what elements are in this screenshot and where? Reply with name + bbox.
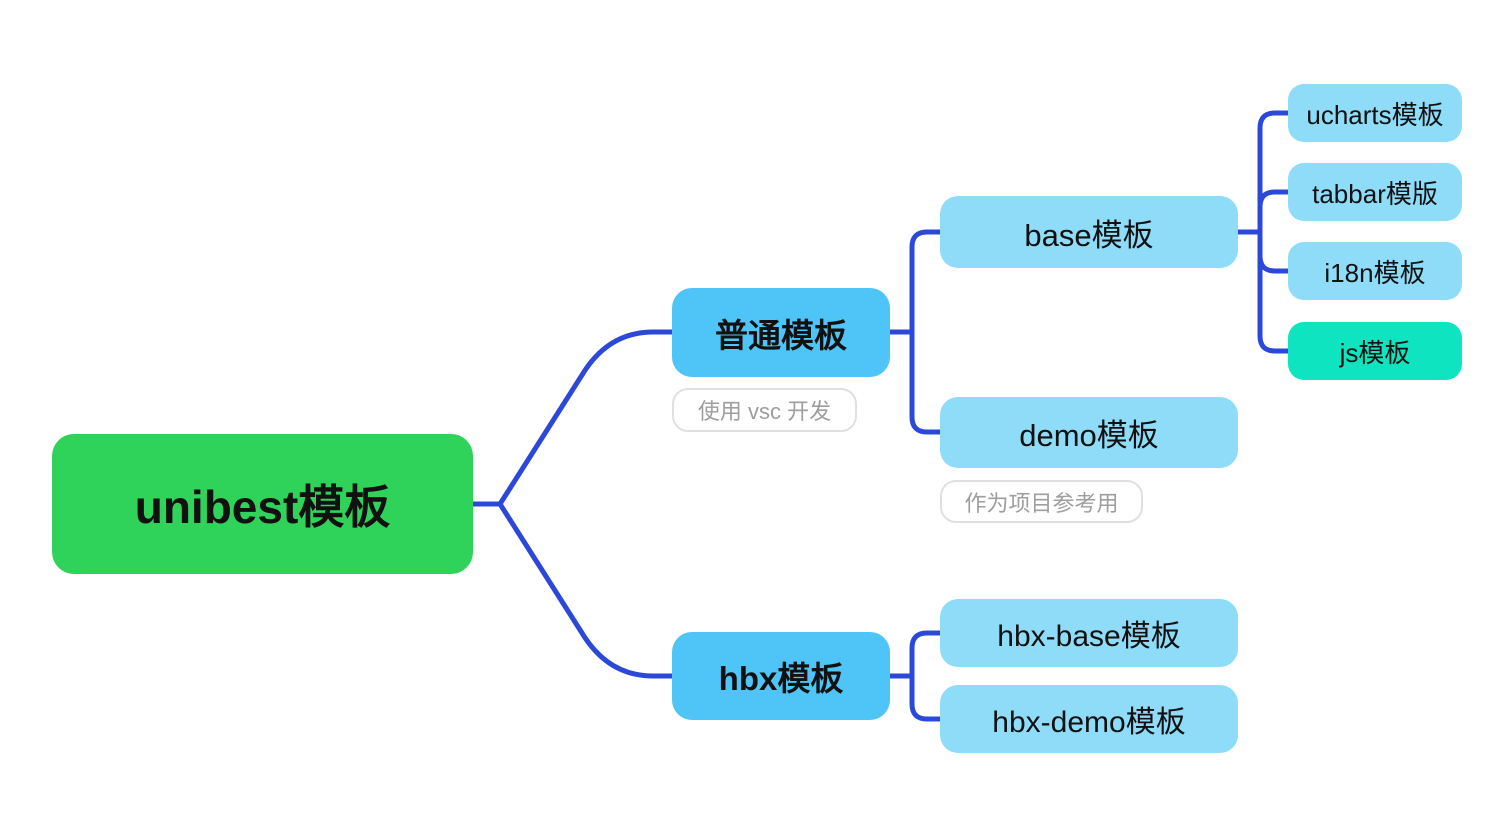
leaf-js-template[interactable]: js模板 xyxy=(1288,322,1462,380)
note-vsc-development[interactable]: 使用 vsc 开发 xyxy=(672,388,857,432)
leaf-tabbar-template[interactable]: tabbar模版 xyxy=(1288,163,1462,221)
leaf-hbx-base-template[interactable]: hbx-base模板 xyxy=(940,599,1238,667)
node-demo-template[interactable]: demo模板 xyxy=(940,397,1238,468)
branch-hbx-template[interactable]: hbx模板 xyxy=(672,632,890,720)
root-node-unibest[interactable]: unibest模板 xyxy=(52,434,473,574)
note-project-reference[interactable]: 作为项目参考用 xyxy=(940,480,1143,523)
branch-normal-template[interactable]: 普通模板 xyxy=(672,288,890,377)
leaf-hbx-demo-template[interactable]: hbx-demo模板 xyxy=(940,685,1238,753)
leaf-i18n-template[interactable]: i18n模板 xyxy=(1288,242,1462,300)
leaf-ucharts-template[interactable]: ucharts模板 xyxy=(1288,84,1462,142)
node-base-template[interactable]: base模板 xyxy=(940,196,1238,268)
